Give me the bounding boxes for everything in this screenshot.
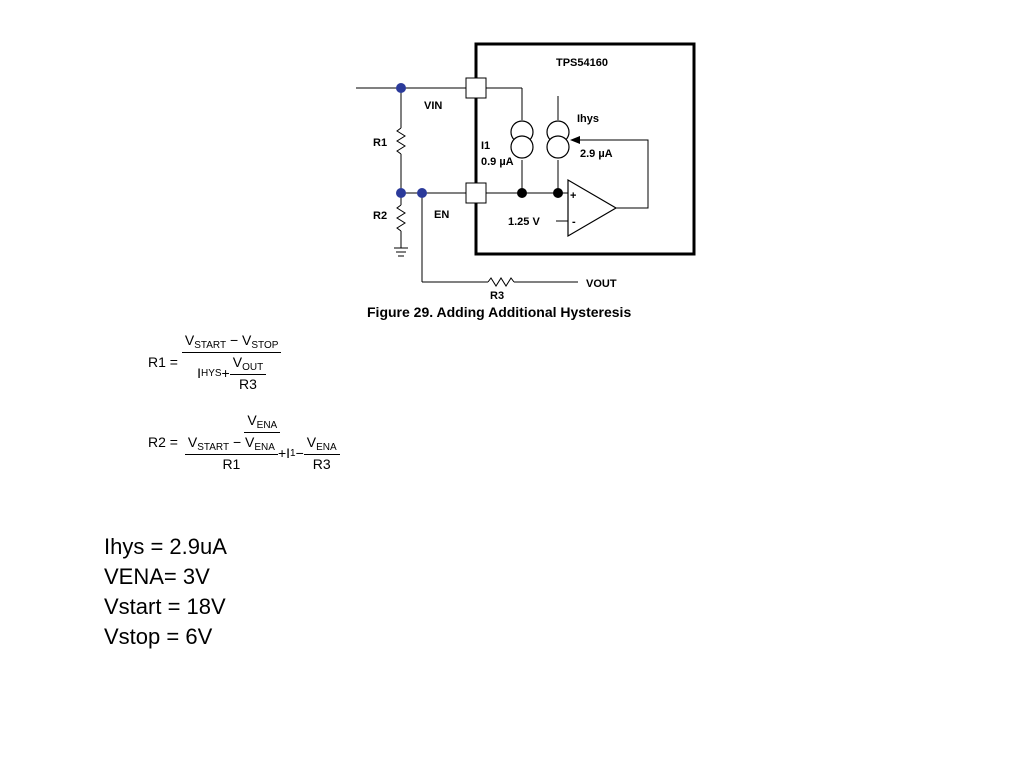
vin-pin [465, 77, 487, 99]
vstop-value-line: Vstop = 6V [104, 624, 213, 649]
r3-resistor [487, 277, 515, 287]
en-node-r1 [396, 188, 406, 198]
figure-caption: Figure 29. Adding Additional Hysteresis [367, 304, 631, 320]
vin-node [396, 83, 406, 93]
ihys-name: Ihys [577, 113, 599, 125]
given-values: Ihys = 2.9uA VENA= 3V Vstart = 18V Vstop… [104, 532, 227, 652]
ihys-value-line: Ihys = 2.9uA [104, 534, 227, 559]
en-pin [465, 182, 487, 204]
ihys-value: 2.9 µA [580, 148, 613, 160]
comparator-plus: + [570, 190, 576, 202]
vin-label: VIN [424, 100, 442, 112]
chip-outline [474, 42, 696, 256]
i1-value: 0.9 µA [481, 156, 514, 168]
vstart-value-line: Vstart = 18V [104, 594, 226, 619]
comparator [567, 178, 618, 238]
r2-label: R2 [373, 210, 387, 222]
r2-lhs: R2 = [148, 434, 178, 450]
junction-i1 [517, 188, 527, 198]
r1-label: R1 [373, 137, 387, 149]
ground-symbol [394, 247, 408, 257]
feedback-arrow [570, 136, 580, 144]
r2-resistor [396, 204, 406, 232]
vref-label: 1.25 V [508, 216, 540, 228]
junction-ihys [553, 188, 563, 198]
hysteresis-schematic: TPS54160 VIN R1 EN R2 R3 VOUT I1 [356, 42, 696, 320]
vout-label: VOUT [586, 278, 617, 290]
r1-resistor [396, 127, 406, 155]
r3-label: R3 [490, 290, 504, 302]
vena-value-line: VENA= 3V [104, 564, 210, 589]
chip-name: TPS54160 [556, 57, 608, 69]
comparator-minus: - [572, 216, 576, 228]
i1-current-source [510, 120, 534, 159]
en-node-r3 [417, 188, 427, 198]
ihys-current-source [546, 120, 570, 159]
r1-lhs: R1 = [148, 354, 178, 370]
feedback-wire [578, 139, 649, 209]
en-label: EN [434, 209, 449, 221]
i1-name: I1 [481, 140, 490, 152]
